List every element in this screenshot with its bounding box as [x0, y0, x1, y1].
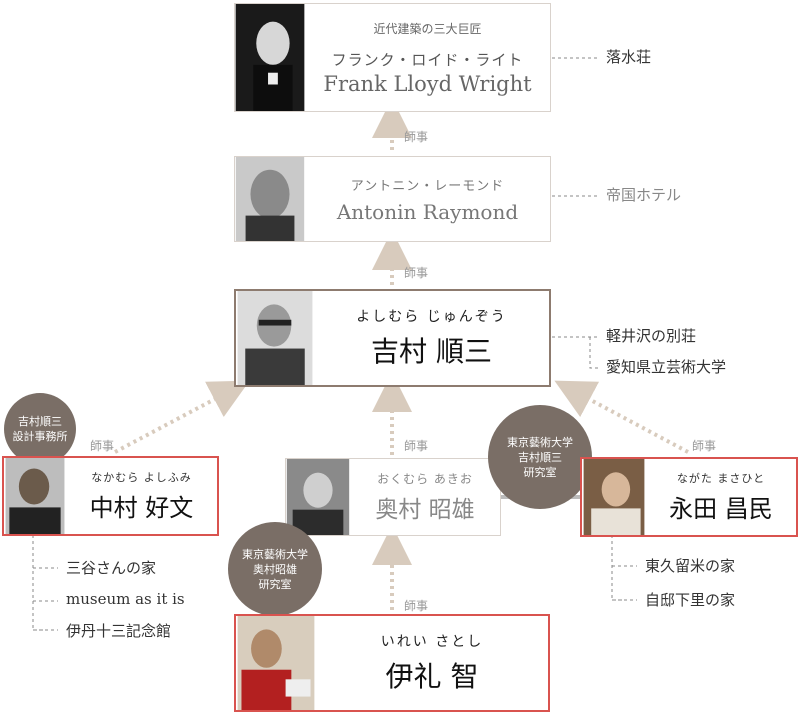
nakamura-kana: なかむら よしふみ: [91, 471, 192, 484]
okumura-kana: おくむら あきお: [377, 472, 473, 486]
yoshimura-work-1: 愛知県立芸術大学: [606, 358, 727, 376]
yoshimura-name: 吉村 順三: [371, 335, 492, 368]
wright-subtitle: 近代建築の三大巨匠: [373, 21, 482, 36]
nagata-kana: ながた まさひと: [676, 472, 766, 485]
card-nakamura: なかむら よしふみ 中村 好文: [2, 456, 219, 536]
mentor-label-nakamura: 師事: [90, 439, 115, 453]
yoshimura-work-0: 軽井沢の別荘: [606, 327, 697, 345]
circle-geidai-okumura: 東京藝術大学 奥村昭雄 研究室: [228, 522, 322, 616]
arrow-nakamura-to-yoshimura: [114, 380, 250, 454]
mentor-label-wright: 師事: [404, 130, 429, 144]
nakamura-work-2: 伊丹十三記念館: [66, 622, 172, 640]
nagata-work-1: 自邸下里の家: [645, 591, 736, 609]
irei-kana: いれい さとし: [380, 634, 484, 650]
photo-yoshimura: [236, 291, 314, 385]
wright-kana: フランク・ロイド・ライト: [331, 50, 524, 69]
photo-nakamura: [4, 458, 66, 534]
card-nagata: ながた まさひと 永田 昌民: [580, 457, 798, 537]
card-irei: いれい さとし 伊礼 智: [234, 614, 550, 712]
circle-geidai-yoshimura: 東京藝術大学 吉村順三 研究室: [488, 405, 592, 509]
nakamura-name: 中村 好文: [89, 494, 194, 522]
photo-nagata: [582, 459, 646, 535]
circle-yoshimura-office: 吉村順三 設計事務所: [4, 393, 76, 465]
yoshimura-kana: よしむら じゅんぞう: [356, 309, 507, 325]
okumura-name: 奥村 昭雄: [375, 497, 475, 523]
mentor-label-nagata: 師事: [692, 439, 717, 453]
nakamura-work-0: 三谷さんの家: [66, 559, 157, 577]
photo-okumura: [286, 459, 350, 535]
photo-wright: [235, 4, 305, 111]
card-raymond: アントニン・レーモンド Antonin Raymond: [234, 156, 551, 242]
card-okumura: おくむら あきお 奥村 昭雄: [285, 458, 501, 536]
raymond-kana: アントニン・レーモンド: [350, 178, 505, 194]
raymond-name: Antonin Raymond: [336, 199, 519, 224]
irei-name: 伊礼 智: [385, 660, 479, 693]
mentor-label-okumura: 師事: [404, 439, 429, 453]
photo-raymond: [235, 157, 305, 241]
nagata-work-0: 東久留米の家: [645, 557, 736, 575]
card-yoshimura: よしむら じゅんぞう 吉村 順三: [234, 289, 551, 387]
mentor-label-raymond: 師事: [404, 266, 429, 280]
mentor-label-irei: 師事: [404, 599, 429, 613]
nagata-name: 永田 昌民: [669, 495, 773, 523]
wright-name: Frank Lloyd Wright: [323, 71, 532, 96]
wright-work-0: 落水荘: [606, 48, 652, 66]
arrow-nagata-to-yoshimura: [554, 380, 689, 454]
raymond-work-0: 帝国ホテル: [606, 186, 682, 204]
card-wright: 近代建築の三大巨匠 フランク・ロイド・ライト Frank Lloyd Wrigh…: [234, 3, 551, 112]
photo-irei: [236, 616, 316, 710]
nakamura-work-1: museum as it is: [66, 590, 185, 608]
